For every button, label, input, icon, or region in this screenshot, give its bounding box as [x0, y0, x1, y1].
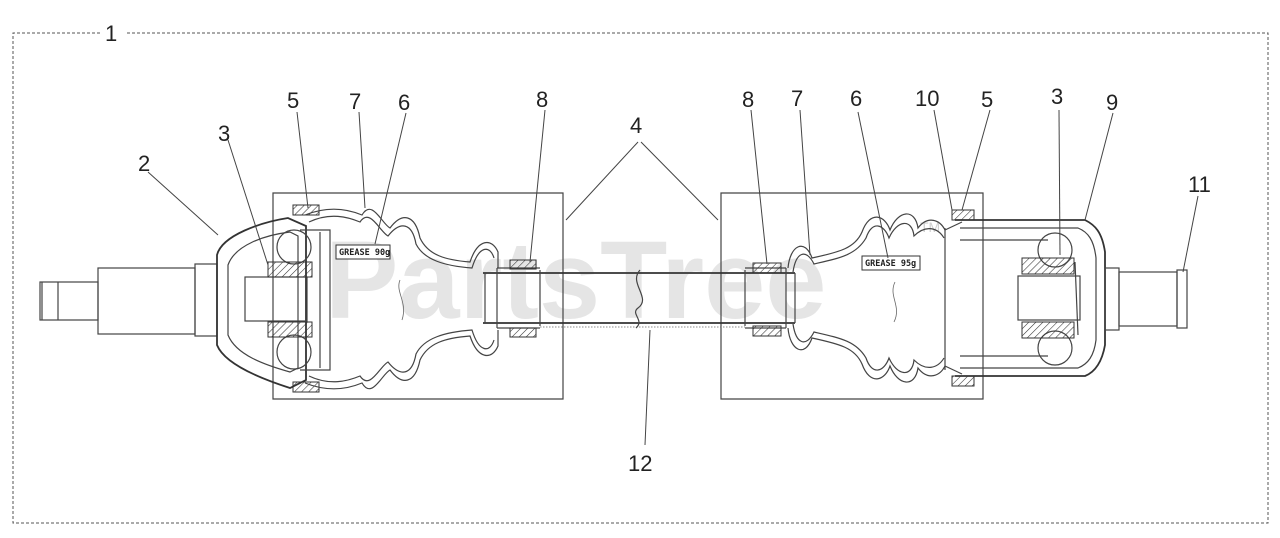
callout-6-right: 6	[850, 86, 862, 111]
watermark-text: PartsTree	[325, 219, 826, 342]
callout-11: 11	[1188, 172, 1211, 197]
callout-5-left: 5	[287, 88, 299, 113]
callout-8-right: 8	[742, 87, 754, 112]
right-inner-joint	[955, 219, 1106, 377]
grease-label-left: GREASE 90g	[339, 248, 390, 258]
callout-2: 2	[138, 151, 150, 176]
callout-7-right: 7	[791, 86, 803, 111]
callout-10: 10	[915, 86, 939, 111]
callout-4: 4	[630, 113, 642, 138]
leader-lines	[147, 109, 1199, 446]
callout-3-right: 3	[1051, 84, 1063, 109]
callout-12: 12	[628, 451, 652, 476]
callout-7-left: 7	[349, 89, 361, 114]
callout-6-left: 6	[398, 90, 410, 115]
left-outer-joint	[216, 217, 331, 389]
assembly-frame	[12, 32, 1269, 524]
right-grease-label: GREASE 95g	[861, 255, 921, 271]
intermediate-shaft	[483, 267, 796, 329]
right-boot-clamps	[752, 209, 975, 387]
watermark-tm: TM	[920, 219, 940, 235]
callout-9: 9	[1106, 90, 1118, 115]
partstree-watermark: PartsTree TM	[325, 219, 940, 342]
right-boot	[787, 213, 963, 383]
callout-5-right: 5	[981, 87, 993, 112]
callout-1: 1	[105, 21, 117, 46]
left-grease-label: GREASE 90g	[335, 244, 391, 260]
left-boot	[304, 208, 499, 390]
callout-numbers: 1 2 3 5 7 6 8 4 8 7 6 10 5 3 9 11 12	[105, 21, 1211, 476]
right-stub-shaft	[1104, 267, 1188, 331]
callout-3-left: 3	[218, 121, 230, 146]
left-boot-clamps	[292, 204, 537, 393]
grease-label-right: GREASE 95g	[865, 259, 916, 269]
right-boot-box	[720, 192, 984, 400]
left-stub-shaft	[39, 263, 218, 337]
callout-8-left: 8	[536, 87, 548, 112]
